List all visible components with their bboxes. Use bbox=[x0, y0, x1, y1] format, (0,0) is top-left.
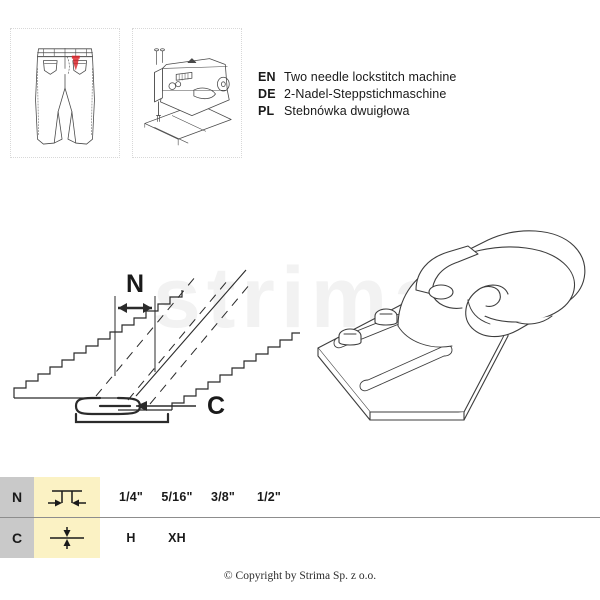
language-row-en: EN Two needle lockstitch machine bbox=[258, 70, 588, 84]
specification-table: N 1/4" 5/16" 3/8" 1/ bbox=[0, 477, 600, 558]
copyright-footer: © Copyright by Strima Sp. z o.o. bbox=[223, 570, 377, 582]
spec-values-n: 1/4" 5/16" 3/8" 1/2" bbox=[100, 477, 600, 517]
language-code: DE bbox=[258, 87, 276, 101]
spec-code-n: N bbox=[0, 477, 34, 517]
spec-values-c: H XH bbox=[100, 518, 600, 558]
figures-section: N C bbox=[0, 200, 600, 450]
language-code: EN bbox=[258, 70, 276, 84]
spec-value: 5/16" bbox=[161, 490, 193, 504]
folder-attachment-drawing bbox=[312, 200, 600, 425]
seam-label-n: N bbox=[126, 270, 144, 298]
language-text: Stebnówka dwuigłowa bbox=[284, 104, 410, 118]
spec-value: XH bbox=[168, 531, 186, 545]
seam-label-c: C bbox=[207, 392, 225, 420]
language-row-pl: PL Stebnówka dwuigłowa bbox=[258, 104, 588, 118]
material-thickness-icon bbox=[34, 518, 100, 558]
language-text: 2-Nadel-Steppstichmaschine bbox=[284, 87, 447, 101]
header-section: EN Two needle lockstitch machine DE 2-Na… bbox=[0, 28, 600, 168]
table-row: N 1/4" 5/16" 3/8" 1/ bbox=[0, 477, 600, 517]
jeans-thumbnail bbox=[10, 28, 120, 158]
needle-gauge-icon bbox=[34, 477, 100, 517]
seam-cross-section-diagram: N C bbox=[0, 200, 310, 430]
table-row: C H XH bbox=[0, 517, 600, 558]
language-list: EN Two needle lockstitch machine DE 2-Na… bbox=[258, 70, 588, 121]
language-row-de: DE 2-Nadel-Steppstichmaschine bbox=[258, 87, 588, 101]
spec-value: 3/8" bbox=[210, 490, 236, 504]
sewing-machine-thumbnail bbox=[132, 28, 242, 158]
spec-value: 1/4" bbox=[118, 490, 144, 504]
spec-code-c: C bbox=[0, 518, 34, 558]
language-text: Two needle lockstitch machine bbox=[284, 70, 457, 84]
spec-value: H bbox=[126, 531, 136, 545]
spec-value: 1/2" bbox=[256, 490, 282, 504]
language-code: PL bbox=[258, 104, 275, 118]
